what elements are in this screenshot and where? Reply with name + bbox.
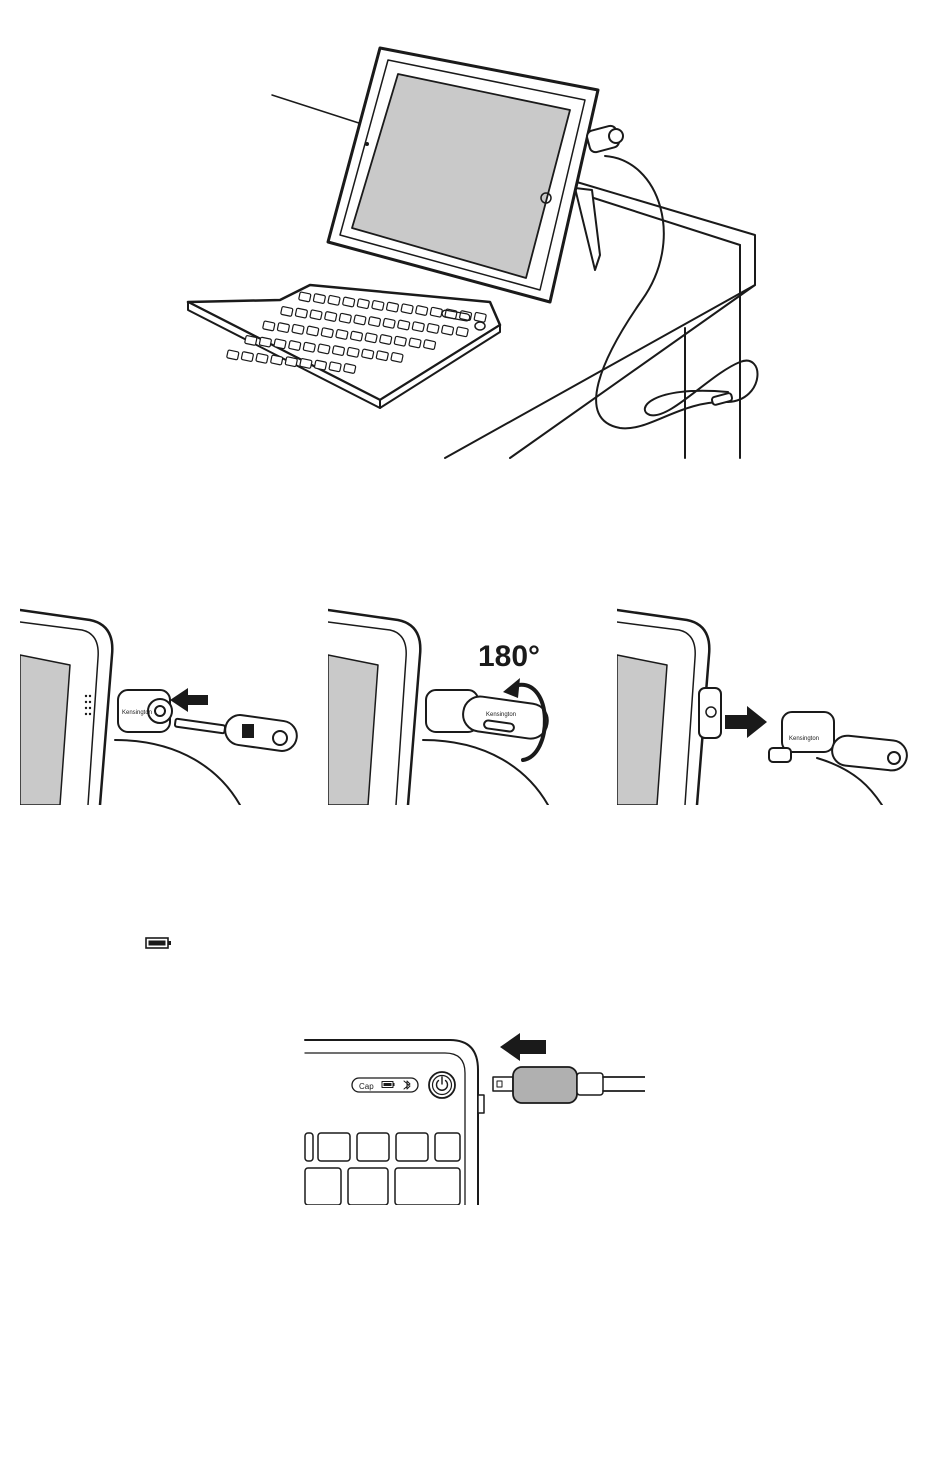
keyboard-key (361, 349, 373, 359)
keyboard-key (342, 297, 354, 307)
keyboard-key (288, 340, 300, 350)
keyboard-key (376, 351, 388, 361)
keyboard-key (300, 358, 312, 368)
charging-illustration: Cap (300, 1025, 645, 1205)
keyboard-key (336, 329, 348, 339)
keyboard-key (332, 346, 344, 356)
keyboard-key (292, 324, 304, 334)
usb-cable (493, 1067, 645, 1103)
keyboard-key (285, 357, 297, 367)
keyboard-key (427, 323, 439, 333)
tablet-corner (20, 610, 112, 805)
lock-brand-text: Kensington (789, 736, 819, 742)
keyboard-key (324, 311, 336, 321)
keyboard-key (394, 336, 406, 346)
keyboard-key (274, 339, 286, 349)
insert-arrow-icon (170, 688, 208, 712)
keyboard-key (299, 292, 311, 302)
keyboard-key (474, 312, 486, 322)
battery-icon (145, 936, 173, 950)
keyboard-key (295, 308, 307, 318)
keys (305, 1133, 460, 1205)
keyboard-key (423, 340, 435, 350)
keyboard-key (347, 347, 359, 357)
keyboard-key (372, 300, 384, 310)
keyboard-key (245, 335, 257, 345)
caps-lock-label: Cap (359, 1082, 374, 1091)
keyboard-key (386, 302, 398, 312)
screen-corner (20, 655, 70, 805)
keyboard-key (397, 320, 409, 330)
step-2-rotate-key-illustration: 180° Kensington (328, 600, 618, 805)
keyboard-key (456, 327, 468, 337)
keyboard-key (277, 323, 289, 333)
speaker-dots (85, 695, 91, 715)
keyboard-key (321, 328, 333, 338)
key-brand-text: Kensington (486, 712, 516, 718)
keyboard-key (281, 306, 293, 316)
keyboard-key (313, 294, 325, 304)
tablet-corner (617, 610, 721, 805)
keyboard-key (241, 352, 253, 362)
lock-head: Kensington (115, 690, 240, 805)
keyboard-key (391, 352, 403, 362)
step-3-remove-lock-illustration: Kensington (617, 600, 917, 805)
keyboard-key (318, 344, 330, 354)
keyboard-key (227, 350, 239, 360)
keyboard-key (379, 334, 391, 344)
keyboard-key (303, 342, 315, 352)
keyboard-key (357, 299, 369, 309)
keyboard-key (383, 318, 395, 328)
keyboard-key (348, 1168, 388, 1205)
keyboard-key (357, 1133, 389, 1161)
screen-corner (617, 655, 667, 805)
keyboard-key (343, 363, 355, 373)
key (175, 713, 299, 753)
keyboard-key (354, 315, 366, 325)
keyboard-key (430, 307, 442, 317)
rotation-label: 180° (478, 640, 540, 673)
keyboard-key (305, 1168, 341, 1205)
keyboard-key (365, 333, 377, 343)
keyboard-key (435, 1133, 460, 1161)
folio-stand (575, 188, 600, 270)
status-bar: Cap (352, 1072, 455, 1098)
keyboard-key (441, 325, 453, 335)
cable-lock (586, 124, 758, 428)
tablet (328, 48, 598, 302)
keyboard-key (328, 295, 340, 305)
keyboard-key (396, 1133, 428, 1161)
screen-corner (328, 655, 378, 805)
keyboard-key (350, 331, 362, 341)
keyboard-key (412, 322, 424, 332)
keyboard-key (305, 1133, 313, 1161)
keyboard-key (368, 317, 380, 327)
step-1-insert-key-illustration: Kensington (20, 600, 310, 805)
keyboard-key (415, 305, 427, 315)
power-icon (429, 1072, 455, 1098)
tablet-corner (328, 610, 420, 805)
keyboard-key (256, 353, 268, 363)
battery-icon (382, 1082, 395, 1088)
keyboard-key (314, 360, 326, 370)
keyboard-key (339, 313, 351, 323)
keyboard-key (263, 321, 275, 331)
keyboard-key (306, 326, 318, 336)
tablet-keyboard-lock-illustration (180, 40, 780, 460)
callout-line (272, 95, 365, 125)
keyboard-key (318, 1133, 350, 1161)
key-inserted: Kensington (461, 694, 550, 740)
keyboard-key (409, 338, 421, 348)
lock-brand-text: Kensington (122, 710, 152, 716)
keyboard-key (310, 310, 322, 320)
lock-detached: Kensington (769, 712, 908, 805)
keyboard-key (395, 1168, 460, 1205)
plug-in-arrow-icon (500, 1033, 546, 1061)
keyboard-key (329, 362, 341, 372)
keyboard (188, 285, 500, 408)
remove-arrow-icon (725, 706, 767, 738)
keyboard-key (401, 304, 413, 314)
keyboard-key (270, 355, 282, 365)
keyboard-key (259, 337, 271, 347)
